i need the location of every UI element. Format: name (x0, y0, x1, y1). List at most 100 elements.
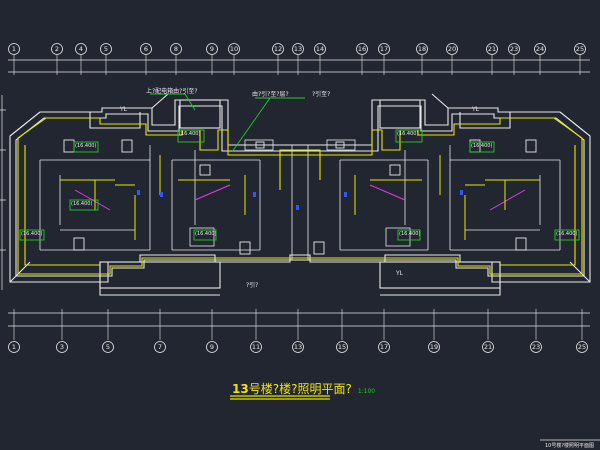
title-text: 号楼?楼?照明平面? (248, 382, 352, 396)
axis-bubble: 13 (292, 43, 304, 55)
axis-bubble: 1 (8, 341, 20, 353)
axis-bubble: 5 (100, 43, 112, 55)
axis-label: 7 (158, 343, 162, 351)
corner-label: 10号楼?楼照明平面图 (545, 443, 595, 449)
axis-bubble: 16 (356, 43, 368, 55)
axis-label: 20 (448, 45, 456, 53)
axis-bubble: 5 (102, 341, 114, 353)
axis-bubble: 25 (574, 43, 586, 55)
yl-label-left: YL (120, 106, 128, 113)
axis-label: 11 (252, 343, 260, 351)
axis-bubble: 10 (228, 43, 240, 55)
title-scale: 1:100 (357, 388, 376, 395)
axis-label: 1 (12, 45, 16, 53)
elevation-label: (16.400) (21, 231, 43, 237)
axis-bubble: 6 (140, 43, 152, 55)
axis-label: 6 (144, 45, 148, 53)
axis-bubble: 21 (482, 341, 494, 353)
bottom-dimension-chain (8, 312, 590, 327)
axis-label: 23 (532, 343, 540, 351)
axis-bubble: 8 (170, 43, 182, 55)
title-underline (230, 395, 330, 400)
axis-label: 15 (338, 343, 346, 351)
axis-label: 2 (55, 45, 59, 53)
left-elevation-marks (0, 95, 6, 290)
axis-bubble: 25 (576, 341, 588, 353)
axis-label: 5 (106, 343, 110, 351)
elevation-label: (16.400) (399, 231, 421, 237)
axis-label: 5 (104, 45, 108, 53)
axis-label: 12 (274, 45, 282, 53)
wiring-circuits (17, 117, 583, 275)
axis-bubble: 4 (75, 43, 87, 55)
axis-label: 9 (210, 343, 214, 351)
axis-label: 23 (510, 45, 518, 53)
elevation-label: (16.400) (556, 231, 578, 237)
yl-label-bottom: YL (396, 270, 404, 277)
axis-label: 8 (174, 45, 178, 53)
elevation-label: (16.400) (397, 131, 419, 137)
axis-bubble: 3 (56, 341, 68, 353)
fixture-sprigs (60, 155, 540, 240)
axis-bubble: 11 (250, 341, 262, 353)
bottom-callout: ?引? (246, 282, 259, 289)
axis-label: 24 (536, 45, 544, 53)
axis-bubble: 13 (292, 341, 304, 353)
axis-bubble: 17 (378, 43, 390, 55)
bottom-dimension-ticks (13, 309, 583, 340)
axis-label: 17 (380, 45, 388, 53)
outer-walls (9, 93, 591, 296)
axis-bubble: 14 (314, 43, 326, 55)
axis-label: 1 (12, 343, 16, 351)
axis-bubble: 17 (378, 341, 390, 353)
switch-markers (137, 190, 463, 210)
axis-bubble: 1 (8, 43, 20, 55)
annotation-leaders (19, 93, 580, 241)
axis-bubble: 21 (486, 43, 498, 55)
elevation-label: (16.400) (471, 143, 493, 149)
elevation-label: (16.400) (75, 143, 97, 149)
top-dimension-ticks (13, 55, 581, 75)
axis-label: 13 (294, 45, 302, 53)
top-note: 上?配电箱由?引至? (146, 88, 198, 95)
axis-bubble: 9 (206, 43, 218, 55)
axis-bubble: 2 (51, 43, 63, 55)
yl-label-right: YL (472, 106, 480, 113)
axis-label: 14 (316, 45, 324, 53)
drawing-title: 13号楼?楼?照明平面? 1:100 (232, 380, 375, 398)
axis-bubble: 23 (530, 341, 542, 353)
axis-label: 10 (230, 45, 238, 53)
axis-bubble: 23 (508, 43, 520, 55)
axis-label: 21 (484, 343, 492, 351)
axis-label: 9 (210, 45, 214, 53)
axis-bubble: 7 (154, 341, 166, 353)
axis-bubble: 19 (428, 341, 440, 353)
top-dimension-chain (8, 59, 590, 73)
axis-label: 13 (294, 343, 302, 351)
title-number: 13 (232, 382, 249, 396)
axis-label: 4 (79, 45, 83, 53)
axis-label: 18 (418, 45, 426, 53)
axis-bubble: 18 (416, 43, 428, 55)
axis-label: 17 (380, 343, 388, 351)
axis-label: 25 (578, 343, 586, 351)
axis-bubble: 24 (534, 43, 546, 55)
center-note-b: ?引至? (312, 91, 331, 98)
axis-label: 16 (358, 45, 366, 53)
axis-bubble: 9 (206, 341, 218, 353)
elevation-label: (16.400) (71, 201, 93, 207)
center-note: 由?引?至?层? (252, 91, 289, 98)
elevation-label: (16.400) (179, 131, 201, 137)
axis-bubble: 20 (446, 43, 458, 55)
elevation-label: (16.400) (195, 231, 217, 237)
axis-label: 3 (60, 343, 64, 351)
axis-label: 25 (576, 45, 584, 53)
axis-bubble: 15 (336, 341, 348, 353)
axis-label: 21 (488, 45, 496, 53)
interior-walls (39, 139, 561, 261)
axis-bubble: 12 (272, 43, 284, 55)
